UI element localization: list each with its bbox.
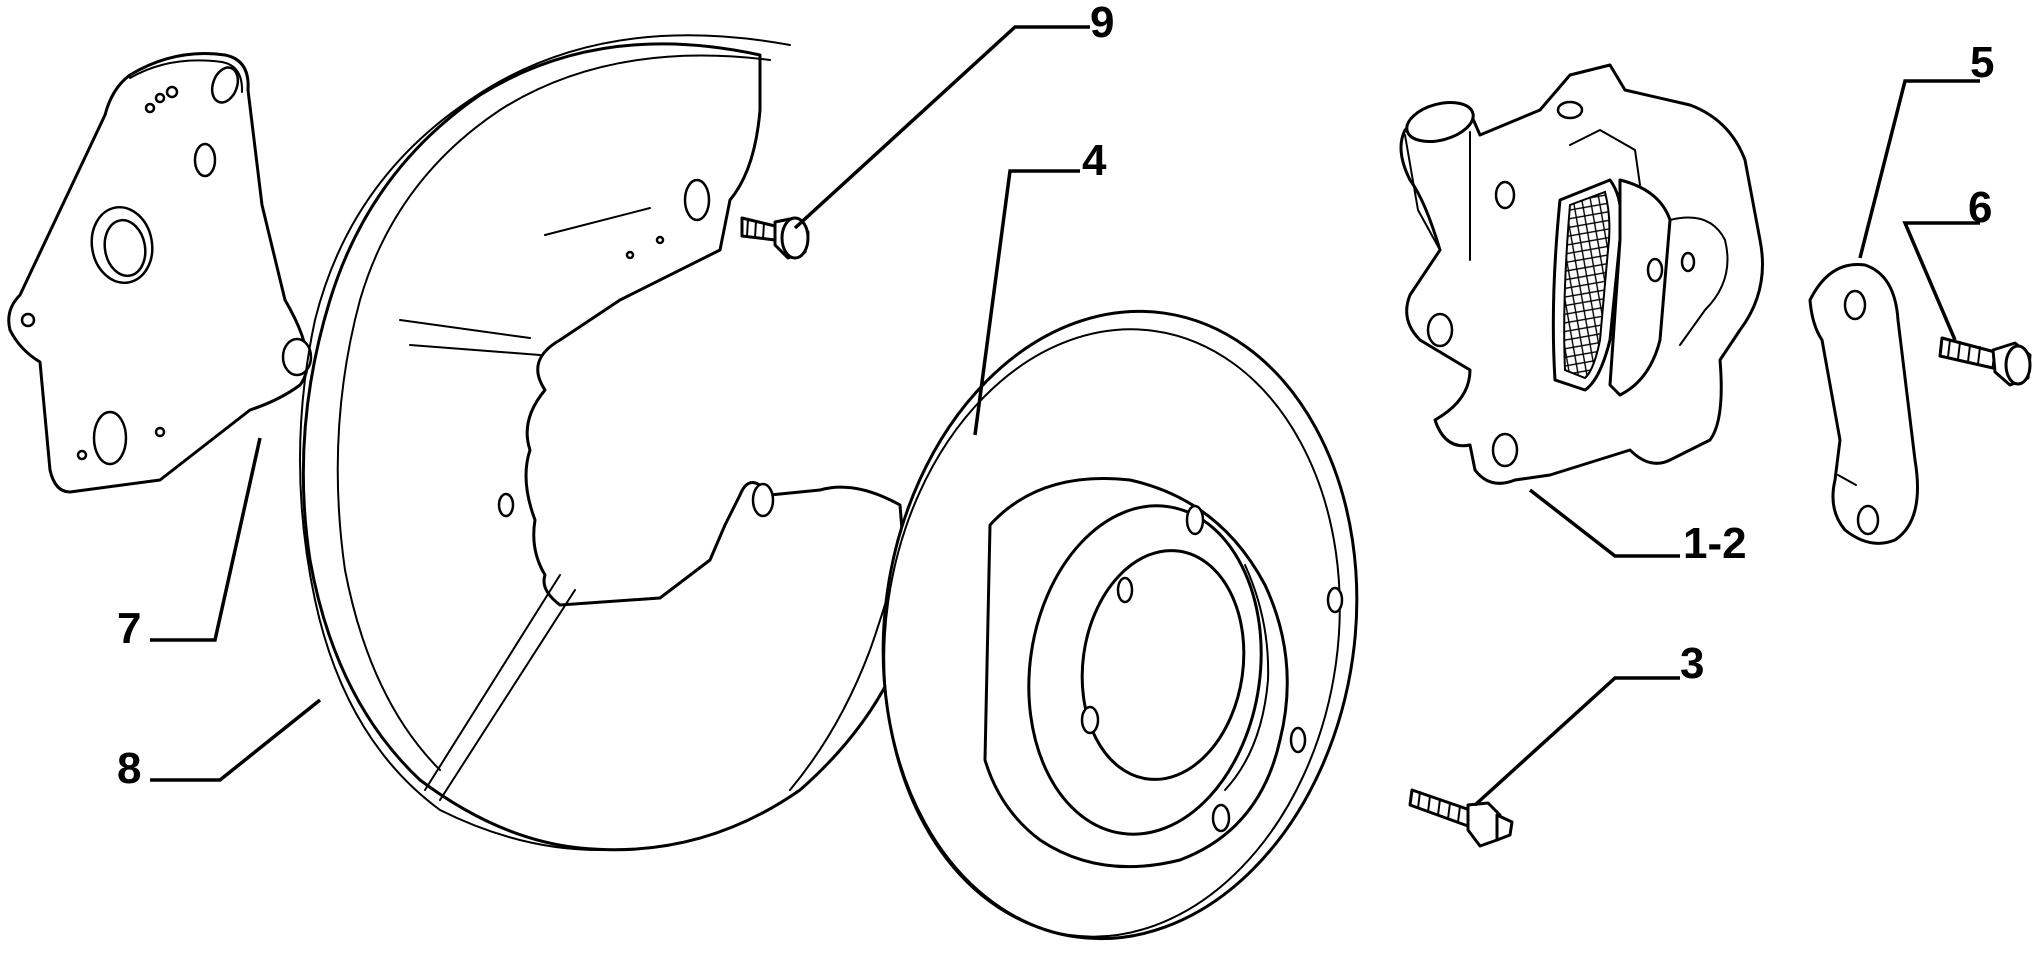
leader-3 [1473, 676, 1680, 807]
callout-4: 4 [1082, 136, 1107, 185]
leader-4 [973, 169, 1080, 436]
leader-6 [1902, 221, 1980, 341]
leader-lines [150, 25, 1980, 807]
bolt-6-part [1938, 336, 2032, 387]
callout-7: 7 [117, 604, 141, 653]
callout-6: 6 [1968, 183, 1992, 232]
small-bolt-9-part [740, 216, 810, 260]
brake-caliper-part [1399, 63, 1764, 485]
callout-5: 5 [1970, 38, 1994, 87]
bolt-3-part [1408, 788, 1514, 848]
callout-9: 9 [1090, 0, 1114, 47]
leader-7 [150, 437, 262, 642]
callout-8: 8 [117, 744, 141, 793]
leader-9 [793, 25, 1090, 230]
callout-labels: 9 4 5 6 7 8 1-2 3 [117, 0, 1994, 793]
brake-disc-part [881, 309, 1359, 941]
callout-1-2: 1-2 [1683, 519, 1747, 568]
mounting-plate-part [7, 52, 313, 494]
leader-5 [1858, 79, 1980, 259]
bracket-5-part [1808, 262, 1919, 545]
leader-8 [150, 698, 322, 782]
dust-shield-part [299, 34, 912, 852]
leader-1-2 [1528, 488, 1680, 558]
callout-3: 3 [1680, 639, 1704, 688]
